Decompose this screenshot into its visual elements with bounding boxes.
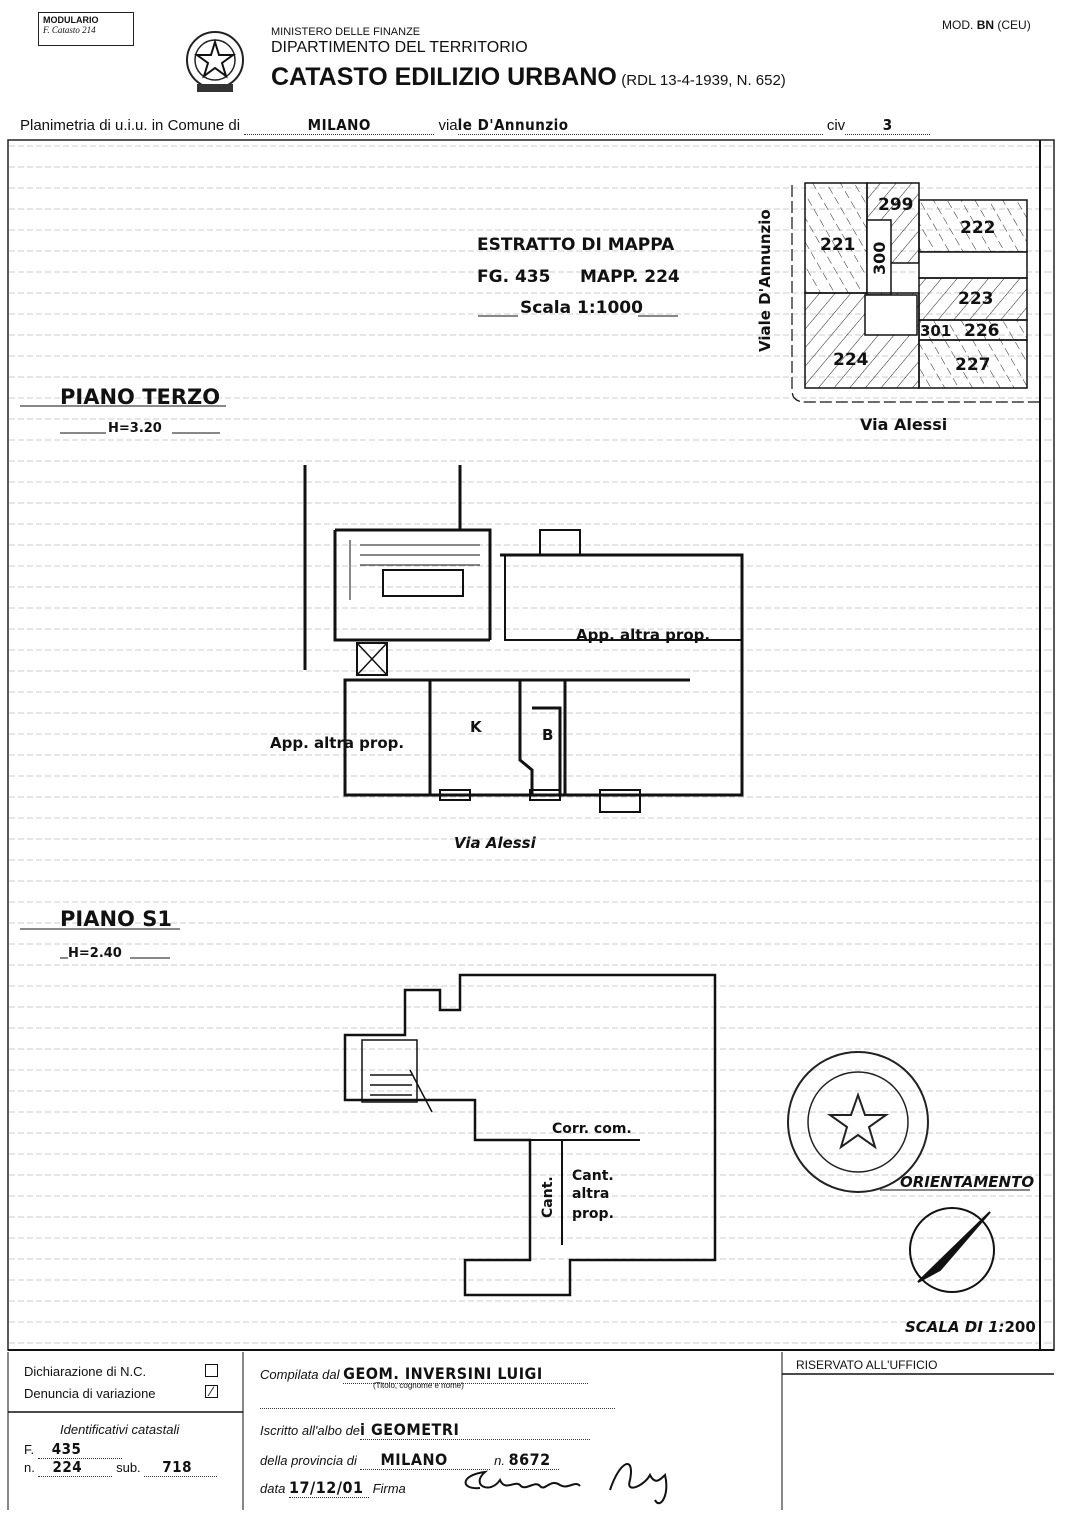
modulario-line1: MODULARIO bbox=[43, 15, 99, 25]
scala-prefix: SCALA DI 1: bbox=[905, 1318, 1005, 1336]
iscritto-value: i GEOMETRI bbox=[360, 1420, 591, 1440]
estratto-title: ESTRATTO DI MAPPA bbox=[477, 235, 675, 255]
dichiarazione-checkbox[interactable] bbox=[205, 1364, 218, 1377]
modulario-line2: F. Catasto 214 bbox=[43, 25, 96, 35]
department-name: DIPARTIMENTO DEL TERRITORIO bbox=[271, 39, 528, 56]
blank-dotted-line bbox=[260, 1408, 615, 1409]
parcel-299: 299 bbox=[878, 195, 914, 215]
numero-row: n. 224 sub. 718 bbox=[24, 1458, 218, 1477]
albo-numero-value: 8672 bbox=[508, 1450, 559, 1470]
label-cant-altra-3: prop. bbox=[572, 1206, 614, 1222]
albo-numero-label: n. bbox=[494, 1453, 505, 1468]
data-value: 17/12/01 bbox=[288, 1478, 369, 1498]
data-firma-row: data 17/12/01 Firma bbox=[260, 1478, 406, 1498]
parcel-301: 301 bbox=[920, 322, 951, 340]
provincia-label: della provincia di bbox=[260, 1453, 357, 1468]
orientamento-label: ORIENTAMENTO bbox=[900, 1173, 1034, 1191]
piano-terzo-height: H=3.20 bbox=[108, 421, 162, 436]
label-cant-altra-2: altra bbox=[572, 1186, 609, 1202]
denuncia-label: Denuncia di variazione bbox=[24, 1386, 156, 1401]
compilata-value: GEOM. INVERSINI LUIGI bbox=[343, 1364, 589, 1384]
iscritto-row: Iscritto all'albo dei GEOMETRI bbox=[260, 1420, 591, 1440]
parcel-226: 226 bbox=[964, 321, 1000, 341]
map-extract: 299 222 221 300 223 301 226 224 227 Vial… bbox=[756, 140, 1041, 1350]
civ-label: civ bbox=[826, 117, 846, 134]
parcel-227: 227 bbox=[955, 355, 991, 375]
via-value: le D'Annunzio bbox=[457, 116, 823, 135]
street-via-alessi-plan: Via Alessi bbox=[454, 834, 537, 852]
street-viale-dannunzio: Viale D'Annunzio bbox=[756, 209, 774, 352]
label-app-altra-prop-right: App. altra prop. bbox=[576, 626, 710, 644]
ministry-name: MINISTERO DELLE FINANZE bbox=[271, 26, 421, 38]
compilata-hint: (Titolo, cognome e nome) bbox=[373, 1381, 464, 1390]
street-via-alessi-map: Via Alessi bbox=[860, 415, 947, 434]
label-corr-com: Corr. com. bbox=[552, 1121, 632, 1137]
north-arrow-icon bbox=[909, 1207, 995, 1293]
law-reference: (RDL 13-4-1939, N. 652) bbox=[621, 72, 786, 89]
estratto-scala: Scala 1:1000 bbox=[520, 298, 643, 318]
scala-value: 200 bbox=[1005, 1318, 1036, 1336]
room-k: K bbox=[470, 718, 483, 736]
parcel-224: 224 bbox=[833, 350, 869, 370]
mod-suffix: (CEU) bbox=[997, 18, 1031, 32]
firma-label: Firma bbox=[372, 1481, 406, 1496]
sub-label: sub. bbox=[116, 1460, 141, 1475]
document-title: CATASTO EDILIZIO URBANO (RDL 13-4-1939, … bbox=[271, 63, 786, 92]
piano-s1-height: H=2.40 bbox=[68, 946, 122, 961]
provincia-value: MILANO bbox=[360, 1450, 491, 1470]
numero-label: n. bbox=[24, 1460, 35, 1475]
room-b: B bbox=[542, 726, 553, 744]
dichiarazione-label: Dichiarazione di N.C. bbox=[24, 1364, 147, 1379]
provincia-row: della provincia di MILANO n. 8672 bbox=[260, 1450, 559, 1470]
data-label: data bbox=[260, 1481, 286, 1496]
via-label: via bbox=[438, 117, 458, 134]
civ-value: 3 bbox=[845, 116, 931, 135]
piano-terzo-title: PIANO TERZO bbox=[60, 385, 220, 409]
dichiarazione-nc: Dichiarazione di N.C. bbox=[24, 1364, 146, 1379]
scala-label: SCALA DI 1:200 bbox=[905, 1318, 1036, 1336]
piano-s1-title: PIANO S1 bbox=[60, 907, 172, 931]
floor-plan-terzo bbox=[303, 465, 744, 813]
estratto-mapp: MAPP. 224 bbox=[580, 267, 680, 287]
riservato-ufficio: RISERVATO ALL'UFFICIO bbox=[796, 1358, 938, 1372]
estratto-fg: FG. 435 bbox=[477, 267, 550, 287]
label-cant: Cant. bbox=[540, 1176, 556, 1218]
sub-value: 718 bbox=[144, 1458, 218, 1477]
identificativi-label: Identificativi catastali bbox=[60, 1422, 180, 1437]
parcel-221: 221 bbox=[820, 235, 856, 255]
planimetria-line: Planimetria di u.i.u. in Comune di MILAN… bbox=[20, 116, 1045, 135]
planimetria-label: Planimetria di u.i.u. in Comune di bbox=[20, 117, 241, 134]
mod-prefix: MOD. bbox=[942, 18, 974, 32]
parcel-222: 222 bbox=[960, 218, 996, 238]
comune-value: MILANO bbox=[244, 116, 435, 135]
foglio-value: 435 bbox=[37, 1440, 122, 1459]
iscritto-label: Iscritto all'albo de bbox=[260, 1423, 361, 1438]
mod-code: BN bbox=[976, 18, 995, 32]
parcel-223: 223 bbox=[958, 289, 994, 309]
signature bbox=[464, 1463, 668, 1505]
floor-plan-s1 bbox=[343, 973, 717, 1297]
label-cant-altra-1: Cant. bbox=[572, 1168, 614, 1184]
official-stamp bbox=[787, 1051, 929, 1193]
parcel-300: 300 bbox=[870, 242, 889, 275]
denuncia-checkbox[interactable]: ⁄ bbox=[205, 1384, 218, 1398]
compilata-row: Compilata dal GEOM. INVERSINI LUIGI bbox=[260, 1364, 589, 1384]
foglio-row: F. 435 bbox=[24, 1440, 122, 1459]
denuncia-variazione: Denuncia di variazione bbox=[24, 1386, 156, 1401]
foglio-label: F. bbox=[24, 1442, 35, 1457]
compilata-label: Compilata dal bbox=[260, 1367, 340, 1382]
republic-emblem-icon bbox=[186, 31, 244, 92]
modulario-box: MODULARIO F. Catasto 214 bbox=[38, 12, 134, 46]
label-app-altra-prop-left: App. altra prop. bbox=[270, 734, 404, 752]
numero-value: 224 bbox=[38, 1458, 113, 1477]
model-code: MOD. BN (CEU) bbox=[942, 18, 1031, 32]
title-main: CATASTO EDILIZIO URBANO bbox=[271, 63, 617, 91]
